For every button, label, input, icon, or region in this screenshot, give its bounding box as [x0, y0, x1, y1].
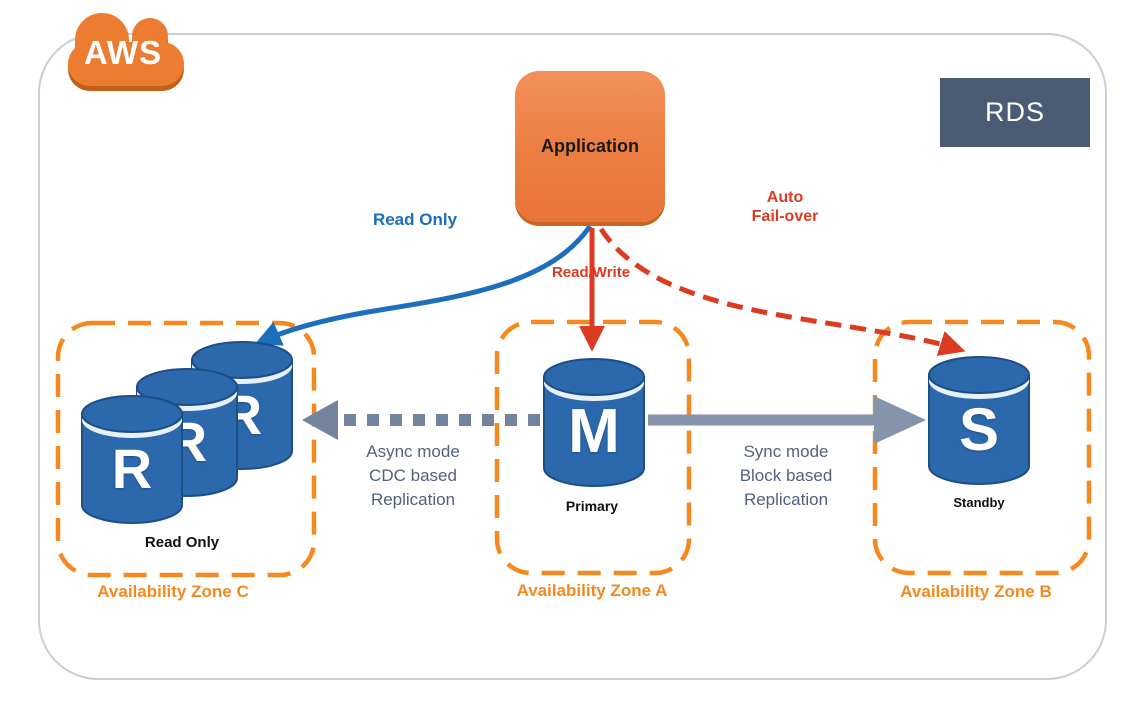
- read-only-arrow-label: Read Only: [372, 210, 458, 229]
- aws-logo: AWS: [64, 4, 192, 96]
- db-letter: S: [958, 396, 1000, 463]
- standby-db-cylinder: S: [925, 355, 1033, 489]
- sync-replication-label: Sync mode Block based Replication: [739, 442, 833, 509]
- rds-badge: RDS: [940, 78, 1090, 147]
- read-replica-caption: Read Only: [144, 534, 220, 551]
- zone-c-label: Availability Zone C: [97, 582, 249, 601]
- read-replica-cylinder-1: R: [78, 394, 186, 528]
- zone-a-label: Availability Zone A: [516, 581, 668, 600]
- application-box: Application: [515, 71, 665, 222]
- aws-logo-label: AWS: [83, 34, 163, 71]
- primary-db-cylinder: M: [540, 357, 648, 491]
- rds-badge-label: RDS: [984, 97, 1045, 127]
- async-replication-label: Async mode CDC based Replication: [366, 442, 460, 509]
- standby-db-caption: Standby: [953, 495, 1005, 510]
- primary-db-caption: Primary: [565, 498, 619, 514]
- aws-cloud-icon: [68, 13, 184, 91]
- auto-failover-arrow-label: Auto Fail-over: [751, 189, 819, 225]
- db-letter: M: [568, 397, 620, 466]
- application-label: Application: [541, 136, 639, 156]
- db-letter: R: [111, 437, 153, 500]
- zone-b-label: Availability Zone B: [900, 582, 1052, 601]
- read-write-arrow-label: Read/Write: [551, 264, 631, 281]
